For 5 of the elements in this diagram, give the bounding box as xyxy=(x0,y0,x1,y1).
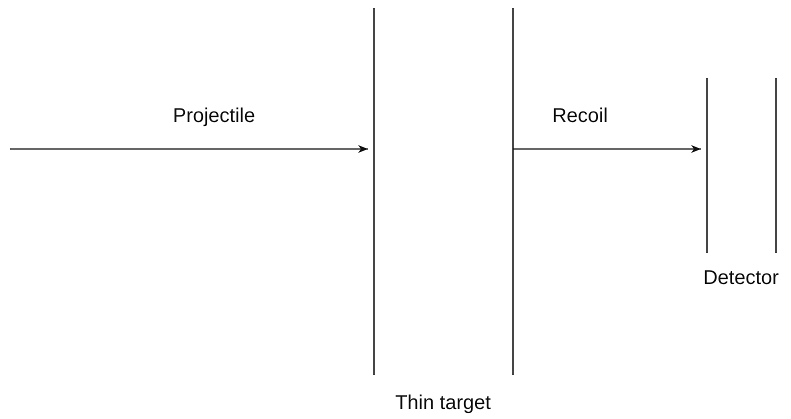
node-label: Thin target xyxy=(395,392,491,415)
node-label: Detector xyxy=(703,267,779,290)
arrow xyxy=(513,145,701,153)
edge-label: Projectile xyxy=(172,105,256,128)
arrow xyxy=(10,145,368,153)
